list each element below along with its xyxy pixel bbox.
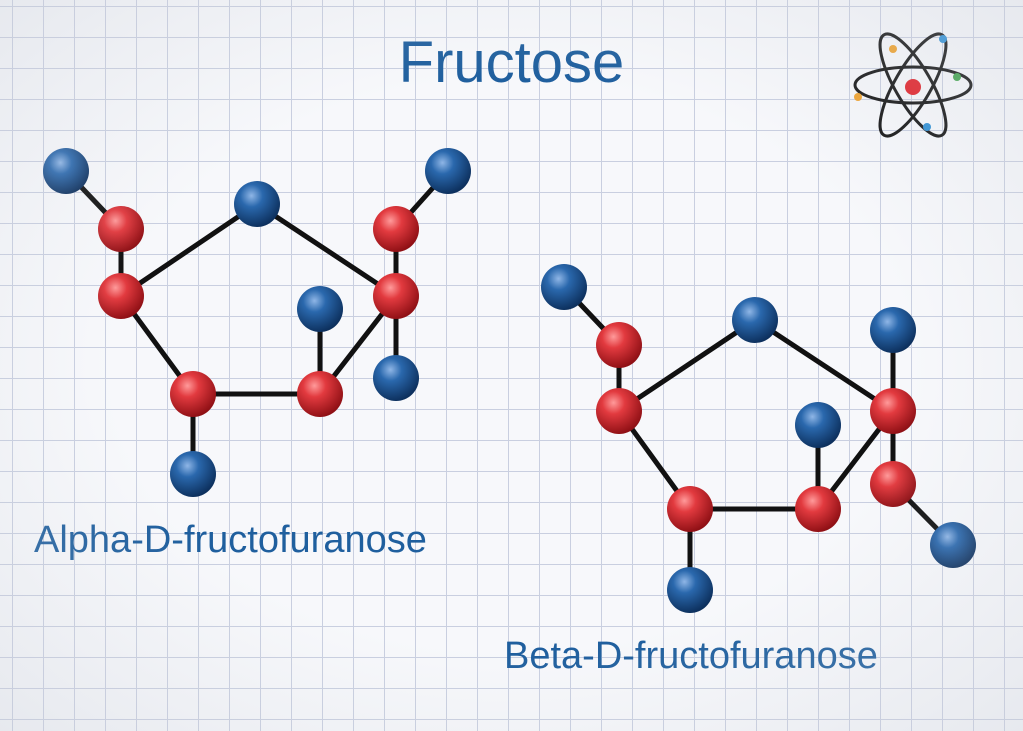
oxygen-atom: [541, 264, 587, 310]
carbon-atom: [870, 388, 916, 434]
oxygen-atom: [795, 402, 841, 448]
alpha-molecule-label: Alpha-D-fructofuranose: [34, 519, 427, 561]
oxygen-atom: [373, 355, 419, 401]
oxygen-atom: [667, 567, 713, 613]
oxygen-atom: [930, 522, 976, 568]
oxygen-atom: [170, 451, 216, 497]
carbon-atom: [596, 388, 642, 434]
carbon-atom: [373, 206, 419, 252]
beta-atoms: [541, 264, 976, 613]
carbon-atom: [170, 371, 216, 417]
page-title: Fructose: [398, 30, 625, 95]
beta-molecule-label: Beta-D-fructofuranose: [504, 635, 878, 677]
carbon-atom: [297, 371, 343, 417]
carbon-atom: [667, 486, 713, 532]
ring-oxygen-atom: [732, 297, 778, 343]
alpha-atoms: [43, 148, 471, 497]
oxygen-atom: [425, 148, 471, 194]
carbon-atom: [373, 273, 419, 319]
oxygen-atom: [43, 148, 89, 194]
carbon-atom: [870, 461, 916, 507]
beta-molecule: [541, 264, 976, 613]
ring-oxygen-atom: [234, 181, 280, 227]
carbon-atom: [98, 206, 144, 252]
oxygen-atom: [870, 307, 916, 353]
carbon-atom: [596, 322, 642, 368]
carbon-atom: [98, 273, 144, 319]
atom-icon: [853, 32, 973, 138]
carbon-atom: [795, 486, 841, 532]
alpha-molecule: [43, 148, 471, 497]
oxygen-atom: [297, 286, 343, 332]
